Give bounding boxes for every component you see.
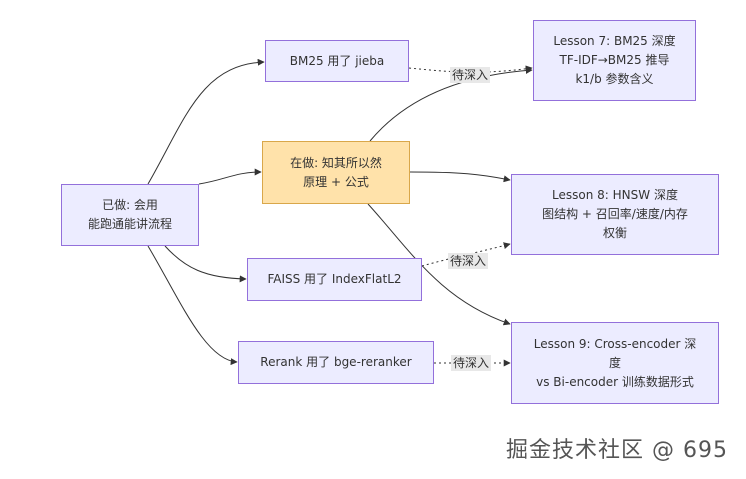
watermark: 掘金技术社区 @ 695 [506,438,728,463]
node-done-line-1: 已做: 会用 [102,198,158,212]
node-rerank-line-1: Rerank 用了 bge-reranker [260,355,412,369]
edge-doing-to-lesson8 [409,171,511,183]
edge-faiss-to-lesson8 [421,242,511,267]
node-done-line-2: 能跑通能讲流程 [87,217,172,231]
node-faiss: FAISS 用了 IndexFlatL2 [247,258,422,301]
node-doing: 在做: 知其所以然原理 + 公式 [262,141,410,204]
edge-done-to-rerank [147,245,238,366]
edge-done-to-doing [198,168,262,185]
edge-label-rerank-lesson9: 待深入 [451,355,492,371]
node-lesson8: Lesson 8: HNSW 深度图结构 + 召回率/速度/内存权衡 [511,174,719,255]
node-doing-line-1: 在做: 知其所以然 [290,155,382,170]
node-doing-line-2: 原理 + 公式 [303,174,369,189]
edge-doing-to-lesson7 [369,66,533,142]
edge-label-bm25-lesson7: 待深入 [450,67,491,83]
node-lesson9-line-3: vs Bi-encoder 训练数据形式 [536,374,694,389]
node-faiss-line-1: FAISS 用了 IndexFlatL2 [267,272,402,286]
edge-label-faiss-lesson8: 待深入 [448,253,489,269]
node-bm25-line-1: BM25 用了 jieba [289,53,385,68]
node-lesson7-line-1: Lesson 7: BM25 深度 [553,34,676,48]
edge-doing-to-lesson9 [367,203,511,326]
node-lesson8-line-3: 权衡 [602,226,627,240]
edge-done-to-faiss [164,245,247,283]
node-done: 已做: 会用能跑通能讲流程 [61,184,199,246]
node-bm25: BM25 用了 jieba [265,40,409,82]
node-lesson9-line-2: 度 [608,355,621,370]
node-lesson9-line-1: Lesson 9: Cross-encoder 深 [533,336,697,351]
node-rerank: Rerank 用了 bge-reranker [238,341,434,384]
node-lesson7-line-3: k1/b 参数含义 [575,72,654,86]
node-lesson8-line-1: Lesson 8: HNSW 深度 [552,188,678,202]
edge-done-to-bm25 [147,58,265,185]
edge-bm25-to-lesson7 [408,65,533,73]
node-lesson7-line-2: TF-IDF→BM25 推导 [559,53,670,67]
node-lesson7: Lesson 7: BM25 深度 TF-IDF→BM25 推导 k1/b 参数含义 [533,20,696,101]
node-lesson9: Lesson 9: Cross-encoder 深度 vs Bi-encoder … [511,322,719,404]
node-lesson8-line-2: 图结构 + 召回率/速度/内存 [542,207,688,221]
